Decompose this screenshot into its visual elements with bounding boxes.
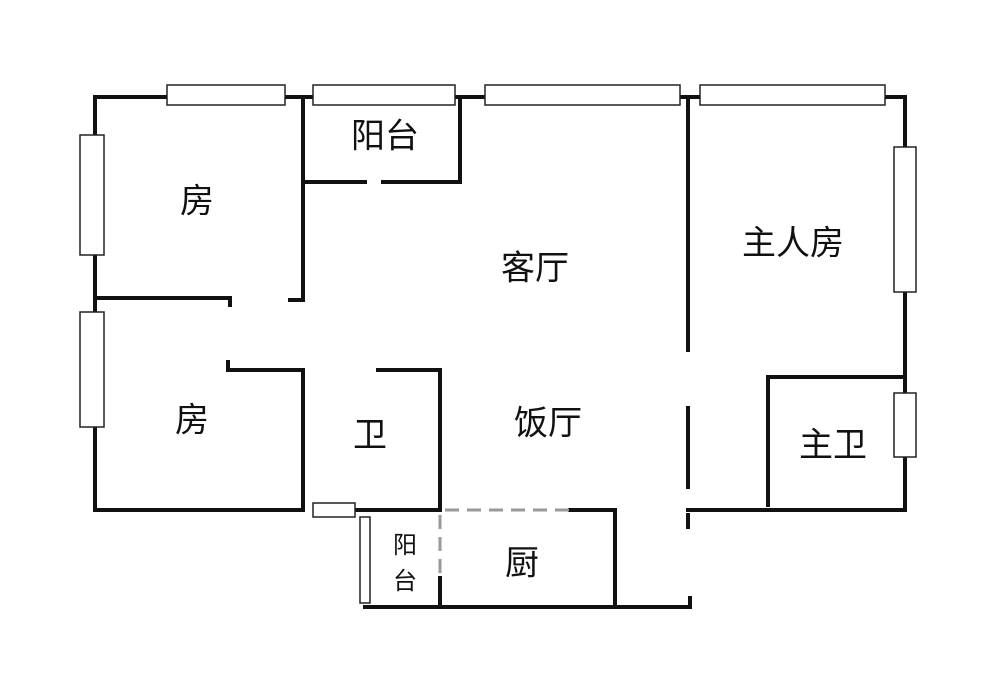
room-labels: 房 阳台 客厅 主人房 房 卫 饭厅 主卫 阳 台 厨	[175, 117, 867, 596]
room-label-bathroom: 卫	[353, 416, 387, 456]
window	[312, 502, 356, 518]
window	[166, 84, 286, 106]
walls	[93, 95, 907, 609]
room-label-bedroom-2: 房	[175, 401, 209, 441]
room-label-dining-room: 饭厅	[514, 404, 582, 444]
window	[484, 84, 681, 106]
room-label-master-bathroom: 主卫	[799, 426, 867, 466]
window	[893, 146, 917, 293]
room-label-small-balcony-2: 台	[393, 567, 417, 595]
dashed-openings	[438, 508, 570, 578]
window	[79, 311, 105, 428]
window	[312, 84, 456, 106]
window	[699, 84, 886, 106]
room-label-master-bedroom: 主人房	[742, 224, 844, 264]
room-label-living-room: 客厅	[501, 249, 569, 289]
window	[79, 134, 105, 256]
room-label-small-balcony-1: 阳	[393, 531, 417, 559]
window	[893, 392, 917, 458]
window	[359, 516, 371, 604]
windows	[79, 84, 917, 604]
room-label-balcony: 阳台	[351, 117, 419, 157]
room-label-bedroom-1: 房	[180, 182, 214, 222]
room-label-kitchen: 厨	[505, 544, 539, 584]
